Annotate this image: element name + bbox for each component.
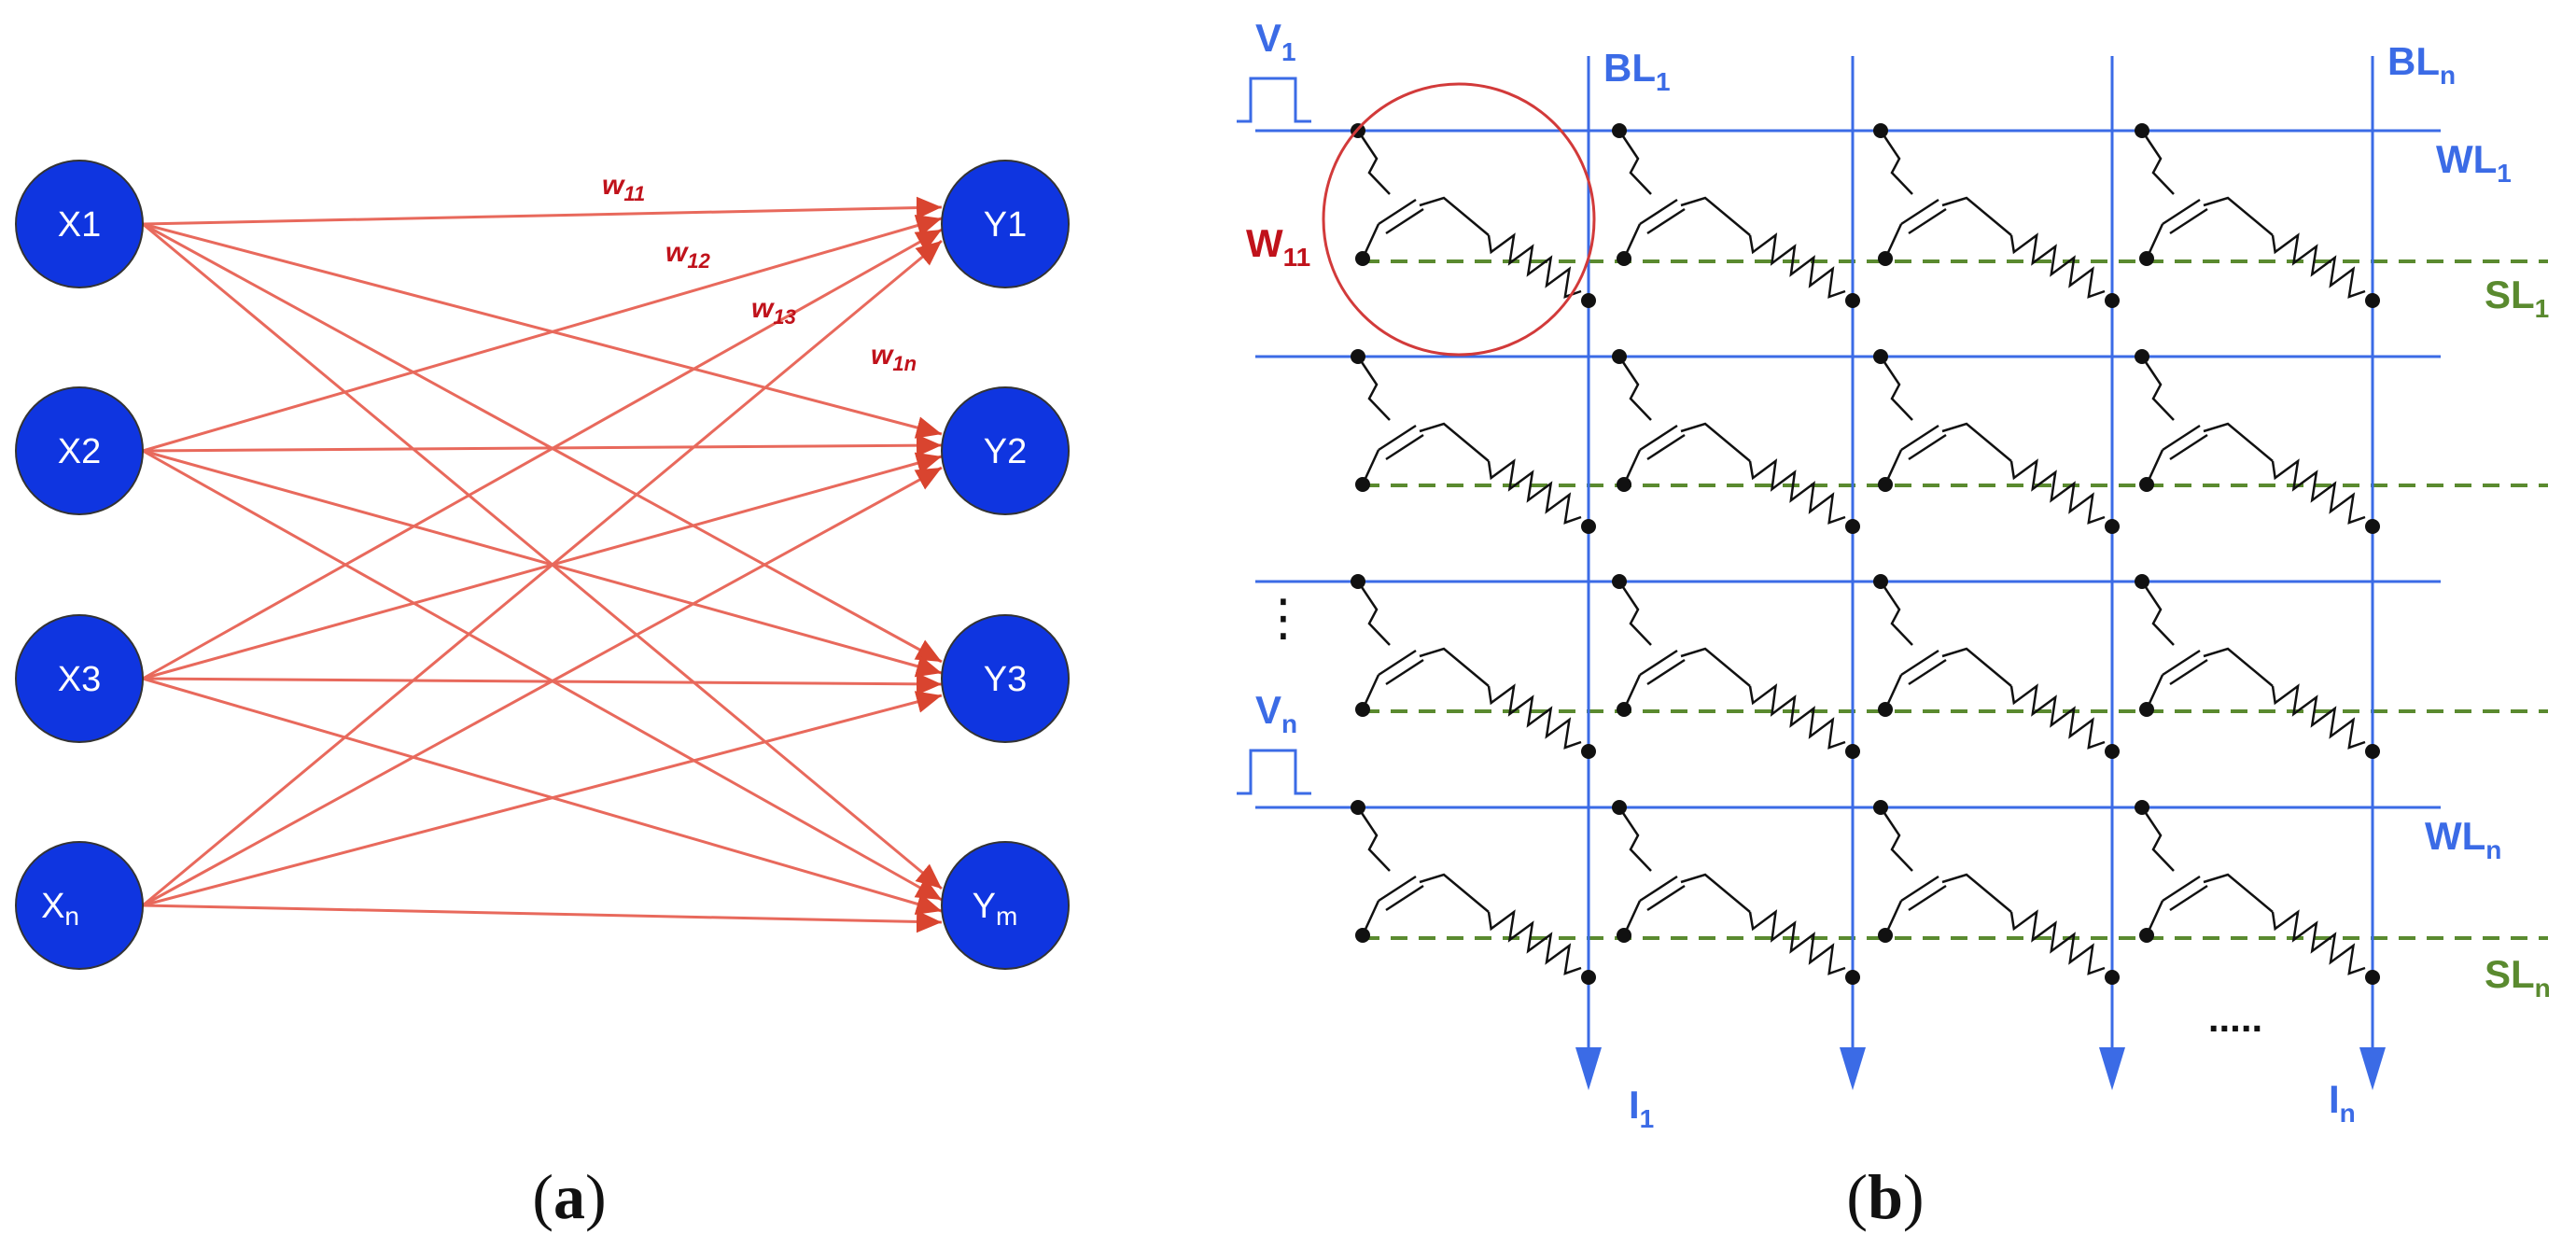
- arrow-down-icon: [1840, 1047, 1866, 1090]
- weight-connection: [142, 449, 943, 902]
- source-lines: [1363, 259, 2548, 940]
- output-node-label: Y3: [984, 660, 1027, 699]
- memory-cell: [1873, 123, 2120, 308]
- input-node-xn: Xn: [15, 841, 144, 970]
- arrow-down-icon: [1575, 1047, 1602, 1090]
- weight-connection: [142, 222, 943, 664]
- memory-cell: [2135, 123, 2380, 308]
- memory-cell: [1873, 349, 2120, 534]
- memory-cell: [1351, 123, 1596, 308]
- output-node-sub: m: [996, 902, 1017, 931]
- weight-label-w1n: w1n: [871, 340, 917, 375]
- weight-connection: [142, 222, 943, 439]
- arrow-down-icon: [2359, 1047, 2386, 1090]
- input-node-x3: X3: [15, 614, 144, 743]
- input-node-sub: n: [64, 902, 79, 931]
- pulse-v1: [1237, 77, 1311, 123]
- weight-label-w11: w11: [602, 170, 645, 205]
- sourceline-label-sl1: SL1: [2485, 273, 2549, 323]
- weight-connection: [142, 466, 943, 907]
- voltage-label-v1: V1: [1255, 16, 1296, 66]
- weight-labels: w11 w12 w13 w1n: [602, 170, 917, 375]
- output-node-label: Ym: [973, 887, 1018, 931]
- wordline-label-wl1: WL1: [2436, 137, 2512, 188]
- vertical-ellipsis: ⋮: [1258, 590, 1309, 646]
- memory-cell: [1873, 800, 2120, 985]
- memory-cell: [2135, 574, 2380, 759]
- bitline-label-bln: BLn: [2387, 39, 2456, 90]
- output-node-label: Y1: [984, 205, 1027, 245]
- caption-b: (b): [1846, 1161, 1924, 1232]
- bit-lines: [1587, 56, 2374, 1066]
- network-nodes: X1 X2 X3 Xn Y1 Y2: [15, 160, 1070, 970]
- memory-cell: [2135, 800, 2380, 985]
- voltage-label-vn: Vn: [1255, 688, 1297, 738]
- current-label-i1: I1: [1629, 1083, 1654, 1133]
- weight-connections: [142, 196, 943, 933]
- arrow-down-icon: [2099, 1047, 2125, 1090]
- output-node-base: Y: [973, 887, 996, 926]
- weight-connection: [142, 239, 943, 907]
- memory-cells: [1351, 123, 2380, 985]
- weight-connection: [142, 677, 943, 915]
- panel-a-neural-network: X1 X2 X3 Xn Y1 Y2: [15, 160, 1070, 1232]
- output-node-y3: Y3: [941, 614, 1070, 743]
- output-node-y1: Y1: [941, 160, 1070, 288]
- weight-connection: [142, 434, 943, 457]
- sourceline-label-sln: SLn: [2485, 952, 2551, 1003]
- input-node-label: X3: [58, 660, 101, 699]
- horizontal-ellipsis: .....: [2208, 996, 2262, 1040]
- weight-connection: [142, 196, 943, 226]
- weight-connection: [142, 215, 943, 453]
- word-lines: [1255, 129, 2441, 809]
- memory-cell: [1351, 349, 1596, 534]
- pulse-vn: [1237, 749, 1311, 795]
- pulse-icon: [1237, 77, 1311, 123]
- memory-cell: [1612, 349, 1860, 534]
- weight-connection: [142, 672, 943, 695]
- current-arrows: [1575, 1047, 2386, 1090]
- caption-a: (a): [532, 1161, 606, 1232]
- panel-b-crossbar-array: V1 Vn BL1 BLn WL1 WLn SL1 SLn W11 I1 In …: [1237, 16, 2551, 1232]
- output-node-label: Y2: [984, 432, 1027, 471]
- input-node-x2: X2: [15, 386, 144, 515]
- input-node-x1: X1: [15, 160, 144, 288]
- weight-label-w11: W11: [1246, 221, 1310, 272]
- memory-cell: [1612, 123, 1860, 308]
- input-node-label: X1: [58, 205, 101, 245]
- memory-cell: [1612, 800, 1860, 985]
- input-node-label: X2: [58, 432, 101, 471]
- weight-connection: [142, 904, 943, 933]
- current-label-in: In: [2329, 1077, 2356, 1128]
- output-node-ym: Ym: [941, 841, 1070, 970]
- weight-connection: [142, 449, 943, 678]
- weight-label-w13: w13: [751, 293, 796, 329]
- weight-connection: [142, 228, 943, 680]
- input-node-base: X: [41, 887, 64, 926]
- wordline-label-wln: WLn: [2425, 814, 2501, 864]
- memory-cell: [1873, 574, 2120, 759]
- weight-label-w12: w12: [665, 237, 711, 273]
- pulse-icon: [1237, 749, 1311, 795]
- output-node-y2: Y2: [941, 386, 1070, 515]
- weight-connection: [142, 691, 943, 907]
- memory-cell: [1351, 800, 1596, 985]
- memory-cell: [1612, 574, 1860, 759]
- memory-cell: [1351, 574, 1596, 759]
- weight-connection: [142, 222, 943, 890]
- input-node-label: Xn: [41, 887, 79, 931]
- weight-connection: [142, 452, 943, 680]
- cell-highlight-circle: [1322, 82, 1596, 357]
- memory-cell: [2135, 349, 2380, 534]
- bitline-label-bl1: BL1: [1603, 46, 1671, 96]
